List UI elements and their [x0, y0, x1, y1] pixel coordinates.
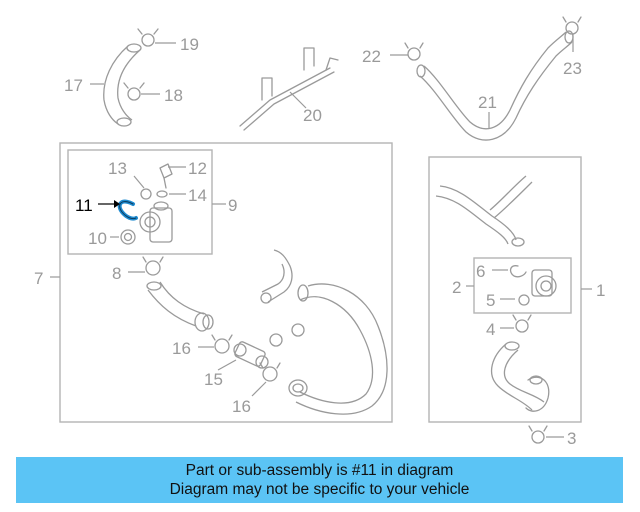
callout-22: 22	[362, 47, 381, 66]
clip-6	[509, 265, 527, 278]
callout-4: 4	[486, 320, 495, 339]
callout-14: 14	[188, 186, 207, 205]
subassembly-box-9	[67, 149, 213, 255]
hose-21	[416, 30, 574, 141]
callout-5: 5	[486, 291, 495, 310]
bracket-20	[239, 47, 339, 131]
clamp-4	[512, 314, 532, 333]
clamp-19	[137, 28, 159, 47]
callout-23: 23	[563, 59, 582, 78]
sensor-12	[159, 163, 173, 189]
seal-13	[140, 188, 152, 200]
oring-10	[120, 229, 136, 245]
caption-line-2: Diagram may not be specific to your vehi…	[169, 481, 470, 498]
pipe-15	[233, 341, 269, 369]
clamp-3	[528, 425, 548, 444]
housing-right	[531, 269, 557, 297]
callout-19: 19	[180, 35, 199, 54]
assembly-box-7	[59, 142, 393, 423]
clamp-8	[142, 256, 164, 276]
caption-line-1: Part or sub-assembly is #11 in diagram	[185, 462, 454, 479]
callout-13: 13	[108, 159, 127, 178]
callout-2: 2	[452, 278, 461, 297]
hose-large-right	[288, 283, 388, 415]
clamp-22	[404, 42, 424, 61]
clamp-right	[269, 323, 305, 347]
hose-lower-left	[146, 281, 214, 332]
callout-10: 10	[88, 229, 107, 248]
callout-9: 9	[228, 196, 237, 215]
callout-3: 3	[567, 429, 576, 448]
callout-16-lower: 16	[232, 397, 251, 416]
callout-21: 21	[478, 93, 497, 112]
callout-17: 17	[64, 76, 83, 95]
callout-8: 8	[112, 264, 121, 283]
callout-7: 7	[34, 269, 43, 288]
callout-6: 6	[476, 262, 485, 281]
hose-17	[103, 43, 142, 127]
callout-15: 15	[204, 370, 223, 389]
clamp-23	[562, 16, 582, 35]
callout-20: 20	[303, 106, 322, 125]
pipe-upper-right	[435, 175, 533, 247]
callout-1: 1	[596, 281, 605, 300]
thermostat-housing-9	[139, 201, 173, 243]
clamp-18	[123, 82, 145, 101]
callout-11-highlighted: 11	[75, 196, 93, 215]
clamp-16-lower	[259, 362, 281, 382]
clamp-16-upper	[211, 334, 233, 354]
callout-16-upper: 16	[172, 339, 191, 358]
clip-11-highlighted	[117, 199, 138, 221]
oring-14	[156, 190, 168, 198]
caption-banner: Part or sub-assembly is #11 in diagram D…	[16, 457, 623, 503]
hose-lower-right	[490, 341, 550, 412]
parts-diagram: 19 18 17 20 22 23 21	[34, 16, 605, 448]
oring-5	[518, 294, 530, 306]
callout-18: 18	[164, 86, 183, 105]
callout-12: 12	[188, 159, 207, 178]
pipe-upper-middle	[260, 249, 293, 304]
arrow-11	[114, 200, 120, 208]
